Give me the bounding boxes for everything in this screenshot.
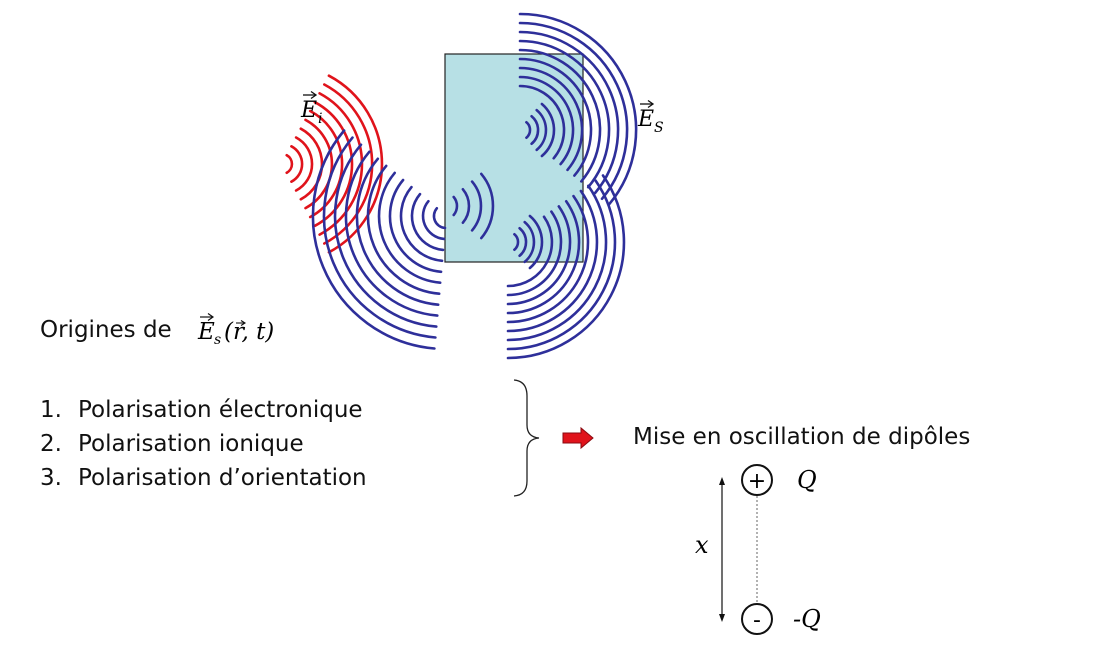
scattered-wave-arc xyxy=(518,57,593,177)
incident-wave-arc xyxy=(299,127,324,201)
scattered-wave-arc xyxy=(333,143,438,328)
incident-field-label: E i xyxy=(300,90,322,127)
negative-charge-symbol: - xyxy=(753,608,761,633)
scattered-wave-arc xyxy=(518,75,575,166)
scattered-wave-arc xyxy=(518,21,629,201)
scattered-wave-arc xyxy=(506,210,563,297)
scattered-wave-arc xyxy=(421,199,446,241)
incident-wave-arc xyxy=(285,153,294,175)
expression-subscript: s xyxy=(214,332,221,346)
scattered-wave-arc xyxy=(518,66,584,172)
incident-field-symbol: E xyxy=(300,98,317,123)
expression-symbol: E xyxy=(197,319,215,345)
scattered-wave-arc xyxy=(322,136,437,339)
mechanism-number: 1. xyxy=(40,397,62,423)
scattered-wave-arc xyxy=(506,189,599,333)
dipole: + - Q -Q x xyxy=(695,464,821,635)
positive-charge-circle xyxy=(741,464,773,496)
incident-wave-arc xyxy=(327,74,384,254)
scattered-wave-arc xyxy=(518,48,602,183)
scattered-wave-arc xyxy=(432,207,447,230)
scattered-wave-arc xyxy=(355,157,440,306)
separation-arrowhead-bottom xyxy=(719,614,725,622)
scattered-wave-arc xyxy=(513,233,520,251)
mechanism-number: 3. xyxy=(40,465,62,491)
incident-wave-arc xyxy=(290,145,304,183)
scattered-wave-arc xyxy=(506,179,617,351)
scattered-wave-arc xyxy=(518,39,611,189)
scattered-wave-arc xyxy=(399,185,444,263)
result-text: Mise en oscillation de dipôles xyxy=(633,424,971,450)
incident-wave-arc xyxy=(294,136,314,192)
positive-charge-symbol: + xyxy=(748,469,766,494)
negative-charge-label: -Q xyxy=(793,605,821,633)
scattered-wave-arc xyxy=(535,108,548,152)
scattered-wave-arc xyxy=(530,114,540,146)
scattered-wave-arc xyxy=(506,194,590,324)
scattered-wave-arc xyxy=(470,180,483,232)
scattered-wave-arc xyxy=(311,129,436,350)
implication-arrow xyxy=(562,426,594,450)
origins-heading: Origines de xyxy=(40,317,172,343)
separation-label: x xyxy=(695,531,709,559)
mechanism-list: 1. Polarisation électronique 2. Polarisati… xyxy=(40,393,367,495)
scattered-wave-arc xyxy=(518,84,566,160)
scattered-wave-arc xyxy=(410,192,445,252)
scattered-wave-arc xyxy=(518,30,620,195)
scattered-wave-arc xyxy=(344,150,439,317)
scattered-field-symbol: E xyxy=(637,107,654,132)
mechanism-number: 2. xyxy=(40,431,62,457)
scattered-wave-arc xyxy=(506,184,608,342)
separation-arrowhead-top xyxy=(719,477,725,485)
incident-wave-arc xyxy=(313,100,354,228)
scattered-wave-arc xyxy=(525,121,532,139)
scattered-wave-arc xyxy=(540,102,556,158)
scattered-wave-arc xyxy=(388,178,443,274)
mechanism-label: Polarisation d’orientation xyxy=(78,465,367,491)
scattered-wave-arc xyxy=(480,172,495,240)
scattered-wave-arcs xyxy=(311,12,638,360)
scattered-wave-arc xyxy=(366,164,441,295)
positive-charge-label: Q xyxy=(797,466,817,494)
mechanism-label: Polarisation électronique xyxy=(78,397,363,423)
negative-charge-circle xyxy=(741,603,773,635)
scattered-wave-arc xyxy=(377,171,442,284)
scattered-wave-arc xyxy=(528,214,544,270)
scattered-wave-arc xyxy=(506,205,572,306)
scattered-wave-arc xyxy=(506,200,581,315)
scattered-wave-arc xyxy=(518,226,528,258)
scattered-field-label: E S xyxy=(637,99,664,136)
incident-wave-arc xyxy=(304,118,334,210)
scattered-field-expression: E s (r, t) xyxy=(197,313,274,346)
mechanism-item: 3. Polarisation d’orientation xyxy=(40,461,367,495)
scattered-wave-arc xyxy=(523,220,536,264)
incident-field-subscript: i xyxy=(318,111,322,127)
mechanism-item: 1. Polarisation électronique xyxy=(40,393,367,427)
mechanism-item: 2. Polarisation ionique xyxy=(40,427,367,461)
mechanism-label: Polarisation ionique xyxy=(78,431,304,457)
grouping-brace xyxy=(513,379,540,497)
scattered-wave-arc xyxy=(506,215,554,288)
expression-arguments: (r, t) xyxy=(224,319,274,345)
scattered-wave-arc xyxy=(518,12,638,206)
scattered-wave-arc xyxy=(452,195,459,217)
scattered-wave-arc xyxy=(461,188,471,224)
scattered-field-subscript: S xyxy=(654,120,664,136)
scattered-wave-arc xyxy=(506,174,626,360)
